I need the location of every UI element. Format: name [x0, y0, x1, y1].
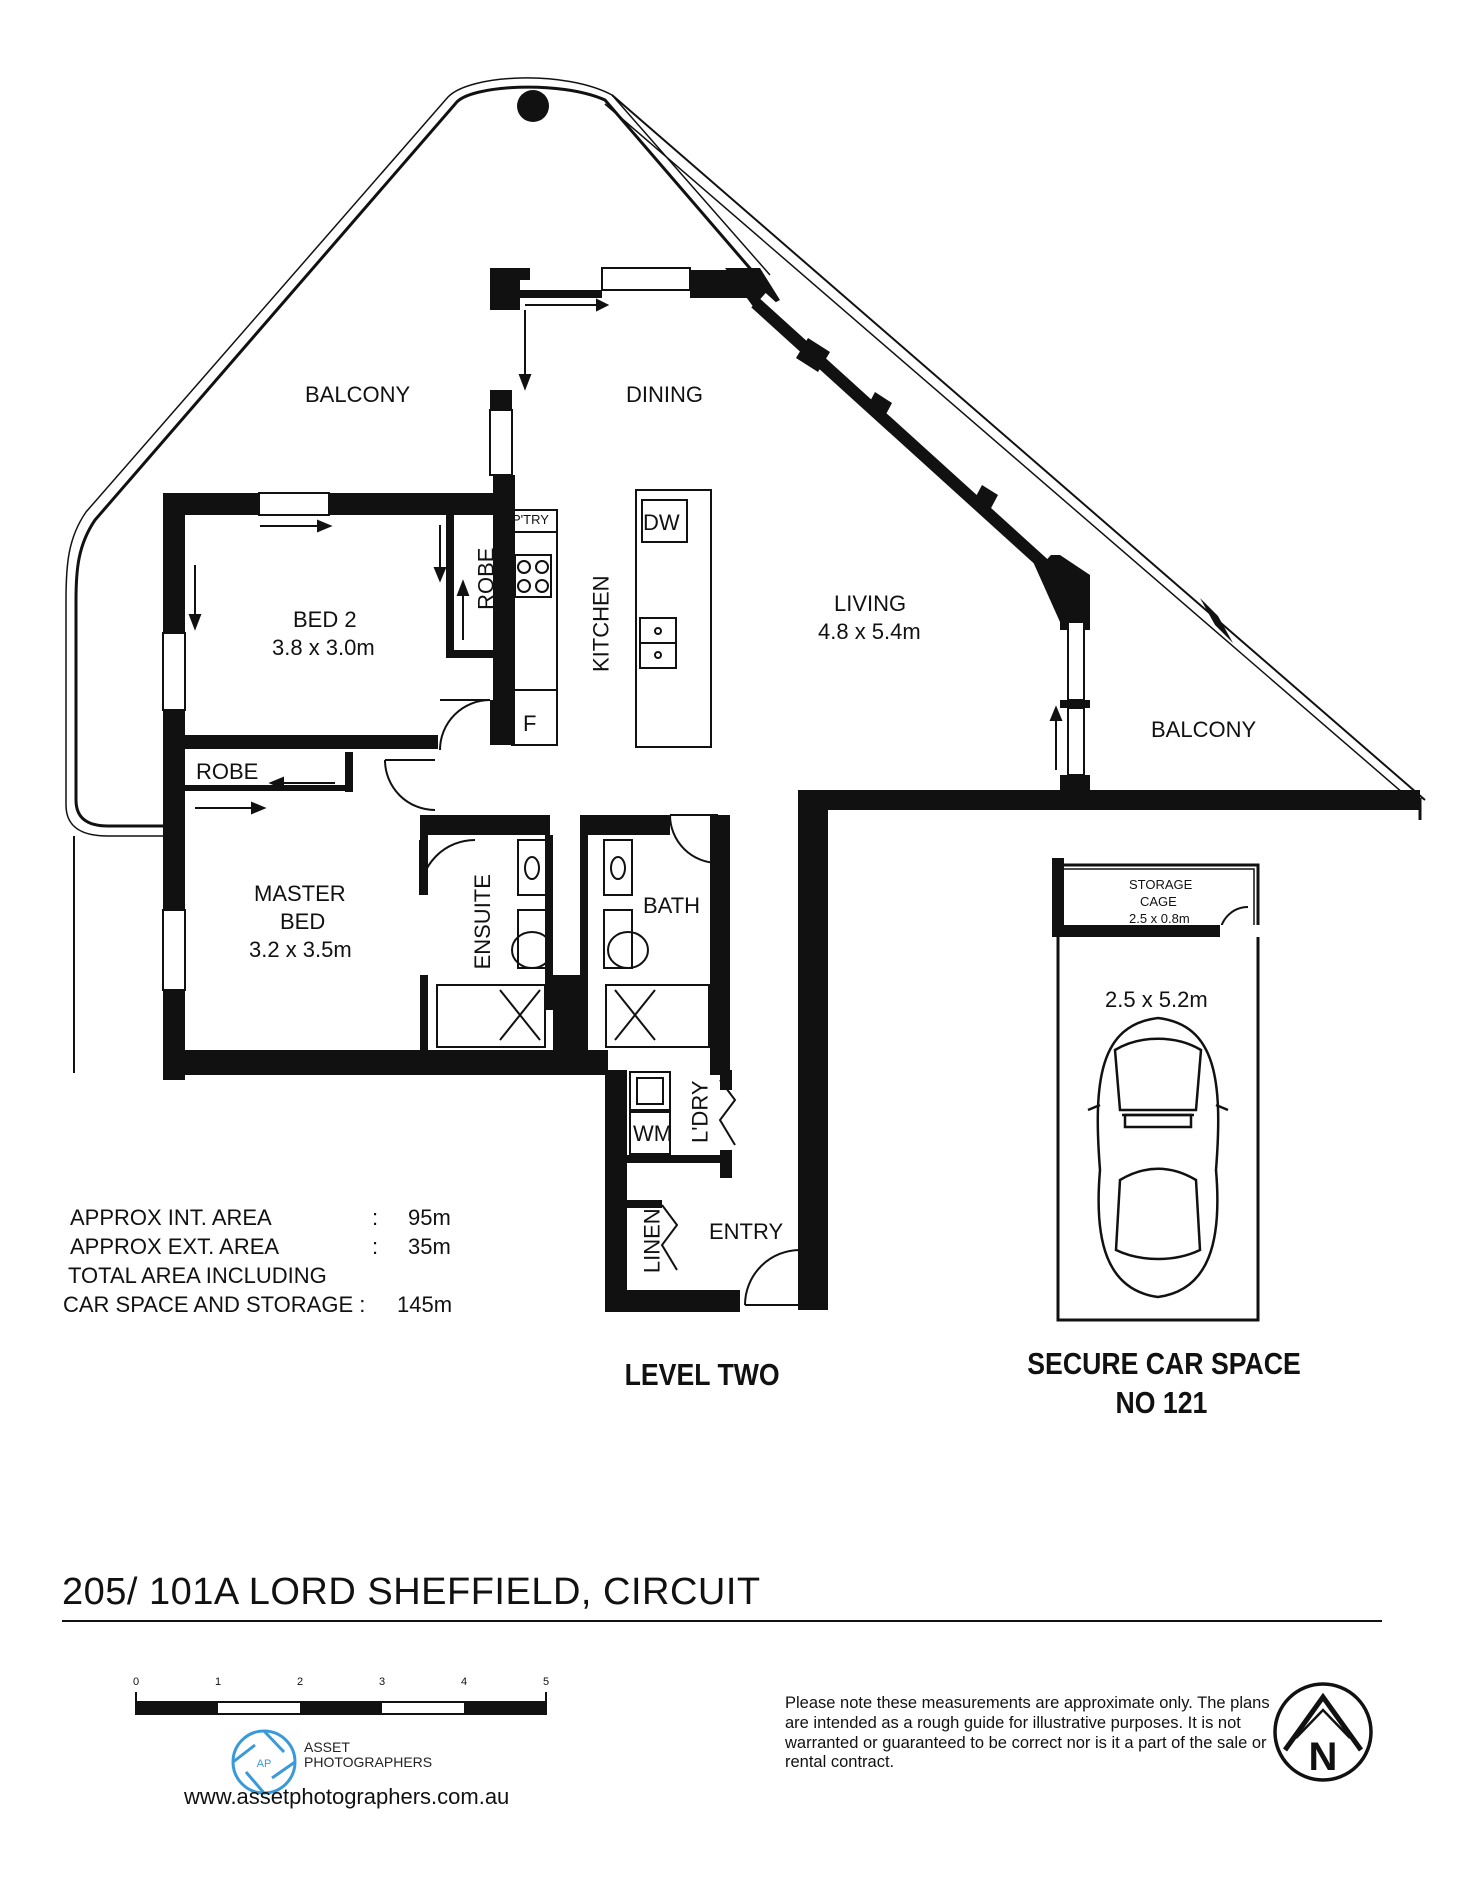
- area-value-int: 95m: [408, 1205, 451, 1230]
- door-arrows: [188, 298, 1063, 815]
- storage-wall-bottom: [1052, 925, 1264, 937]
- disclaimer-text: Please note these measurements are appro…: [785, 1694, 1270, 1772]
- wall-piers: [796, 338, 998, 510]
- balcony-east-label: BALCONY: [1151, 717, 1257, 742]
- bed2-name-label: BED 2: [293, 607, 357, 632]
- area-value-total: 145m: [397, 1292, 453, 1317]
- master-name-line1: MASTER: [254, 881, 346, 906]
- kitchen-fixtures: [511, 489, 712, 748]
- master-size-label: 3.2 x 3.5m: [249, 937, 352, 962]
- address-rule: [62, 1620, 1382, 1622]
- bath-label: BATH: [643, 893, 701, 918]
- fridge-label: F: [523, 711, 537, 736]
- storage-size-label: 2.5 x 0.8m: [1129, 911, 1190, 926]
- area-label: APPROX EXT. AREA: [70, 1234, 280, 1259]
- scale-tick: 0: [133, 1676, 140, 1688]
- entry-label: ENTRY: [709, 1219, 784, 1244]
- website-link[interactable]: www.assetphotographers.com.au: [184, 1784, 510, 1809]
- brand-name-line2: PHOTOGRAPHERS: [304, 1753, 433, 1770]
- storage-wall: [1052, 858, 1064, 937]
- property-address: 205/ 101A LORD SHEFFIELD, CIRCUIT: [62, 1571, 761, 1613]
- scale-tick: 1: [215, 1676, 222, 1688]
- linen-label: LINEN: [639, 1208, 665, 1274]
- east-balcony-outline: [604, 94, 1426, 820]
- living-size-label: 4.8 x 5.4m: [818, 619, 921, 644]
- asset-photographers-logo: AP: [231, 1729, 297, 1795]
- scale-tick: 4: [461, 1676, 468, 1688]
- car-space-size-label: 2.5 x 5.2m: [1105, 987, 1208, 1012]
- storage-label-line1: STORAGE: [1129, 877, 1193, 892]
- brand-name-line1: ASSET: [304, 1739, 350, 1755]
- column-marker: [517, 90, 549, 122]
- dishwasher-label: DW: [643, 510, 680, 535]
- scale-tick: 2: [297, 1676, 304, 1688]
- robe-master-label: ROBE: [196, 759, 259, 784]
- bathroom-fixtures: [436, 839, 710, 1155]
- compass-letter: N: [1309, 1735, 1338, 1779]
- area-row-ext: APPROX EXT. AREA: [70, 1234, 279, 1260]
- area-label: APPROX INT. AREA: [70, 1205, 272, 1230]
- area-sep-int: :: [372, 1205, 379, 1230]
- dining-label: DINING: [626, 382, 703, 407]
- robe-bed2-label: ROBE: [473, 547, 499, 610]
- laundry-label: L'DRY: [687, 1080, 713, 1144]
- north-arrow-icon: N: [1273, 1682, 1373, 1782]
- windows: [162, 267, 1085, 991]
- door-swings: [384, 699, 801, 1306]
- scale-bar: [135, 1692, 547, 1715]
- bed2-size-label: 3.8 x 3.0m: [272, 635, 375, 660]
- living-name-label: LIVING: [834, 591, 907, 616]
- scale-tick: 3: [379, 1676, 386, 1688]
- level-heading: LEVEL TWO: [624, 1357, 780, 1392]
- washing-machine-label: WM: [633, 1121, 673, 1146]
- balcony-west-label: BALCONY: [305, 382, 411, 407]
- area-row-total: TOTAL AREA INCLUDING: [68, 1263, 327, 1288]
- west-balcony-outline: [65, 77, 771, 1073]
- area-sep-ext: :: [372, 1234, 379, 1259]
- car-icon: [1087, 1016, 1229, 1299]
- logo-monogram: AP: [257, 1758, 272, 1770]
- car-space-heading-line1: SECURE CAR SPACE: [1027, 1346, 1301, 1381]
- area-value-ext: 35m: [408, 1234, 451, 1259]
- car-space-heading-line2: NO 121: [1115, 1385, 1208, 1420]
- balcony-column: [1200, 598, 1233, 643]
- kitchen-label: KITCHEN: [588, 575, 614, 673]
- scale-tick: 5: [543, 1676, 550, 1688]
- area-row-int: APPROX INT. AREA: [70, 1205, 272, 1231]
- pantry-label: P'TRY: [512, 512, 549, 527]
- walls: [163, 268, 1420, 1312]
- master-name-line2: BED: [280, 909, 326, 934]
- storage-label-line2: CAGE: [1140, 894, 1177, 909]
- brand-name: ASSET PHOTOGRAPHERS: [304, 1740, 432, 1769]
- storage-door-gap: [1220, 925, 1264, 937]
- area-row-car: CAR SPACE AND STORAGE :: [63, 1292, 366, 1317]
- living-diagonal-wall: [751, 292, 1053, 568]
- ensuite-label: ENSUITE: [469, 874, 495, 970]
